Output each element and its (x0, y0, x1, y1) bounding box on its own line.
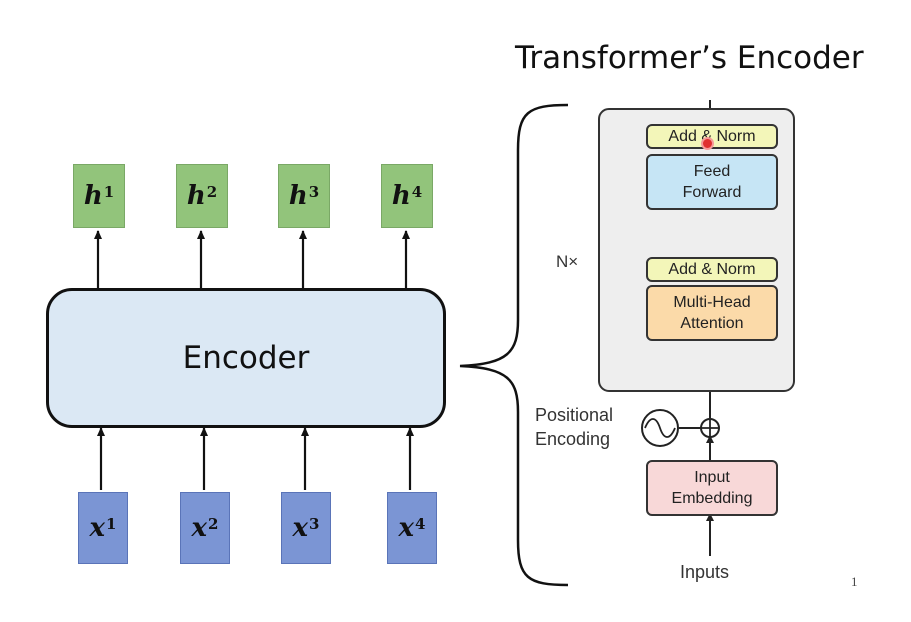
output-base: h (83, 181, 103, 211)
feed-forward-block: Feed Forward (646, 154, 778, 210)
add-circle-icon (700, 418, 720, 438)
output-base: h (186, 181, 206, 211)
curly-brace (459, 103, 569, 587)
output-superscript: 4 (411, 183, 423, 201)
input-superscript: 1 (106, 515, 117, 533)
positional-encoding-line-2: Encoding (535, 429, 611, 449)
positional-encoding-line-1: Positional (535, 405, 614, 425)
add-norm-bottom-label: Add & Norm (668, 261, 756, 278)
pointer-indicator (701, 137, 714, 150)
input-base: x (292, 513, 309, 543)
output-base: h (391, 181, 411, 211)
output-arrows (94, 230, 410, 288)
output-superscript: 1 (103, 183, 115, 201)
embedding-line-1: Input (694, 469, 730, 486)
feed-forward-line-1: Feed (693, 163, 731, 180)
attention-line-1: Multi-Head (673, 294, 751, 311)
add-norm-top: Add & Norm (646, 124, 778, 149)
encoder-block: Encoder (46, 288, 446, 428)
encoder-layer-frame (598, 108, 795, 392)
repeat-label: N× (556, 252, 579, 271)
input-base: x (398, 513, 415, 543)
sine-wave-icon (641, 409, 679, 447)
output-superscript: 2 (206, 183, 218, 201)
input-superscript: 3 (309, 515, 320, 533)
embedding-line-2: Embedding (671, 490, 753, 507)
attention-line-2: Attention (680, 315, 744, 332)
add-norm-bottom: Add & Norm (646, 257, 778, 282)
input-embedding-block: Input Embedding (646, 460, 778, 516)
inputs-label: Inputs (680, 562, 730, 582)
add-norm-top-label: Add & Norm (668, 128, 756, 145)
input-superscript: 2 (208, 515, 219, 533)
output-superscript: 3 (308, 183, 320, 201)
encoder-label: Encoder (182, 340, 310, 376)
input-superscript: 4 (415, 515, 426, 533)
input-base: x (89, 513, 106, 543)
output-base: h (288, 181, 308, 211)
multi-head-attention-block: Multi-Head Attention (646, 285, 778, 341)
feed-forward-line-2: Forward (682, 184, 742, 201)
page-number: 1 (851, 574, 858, 589)
input-arrows (97, 427, 414, 490)
input-base: x (191, 513, 208, 543)
slide-title: Transformer’s Encoder (515, 40, 864, 76)
positional-encoding-label: Positional Encoding (535, 403, 613, 451)
